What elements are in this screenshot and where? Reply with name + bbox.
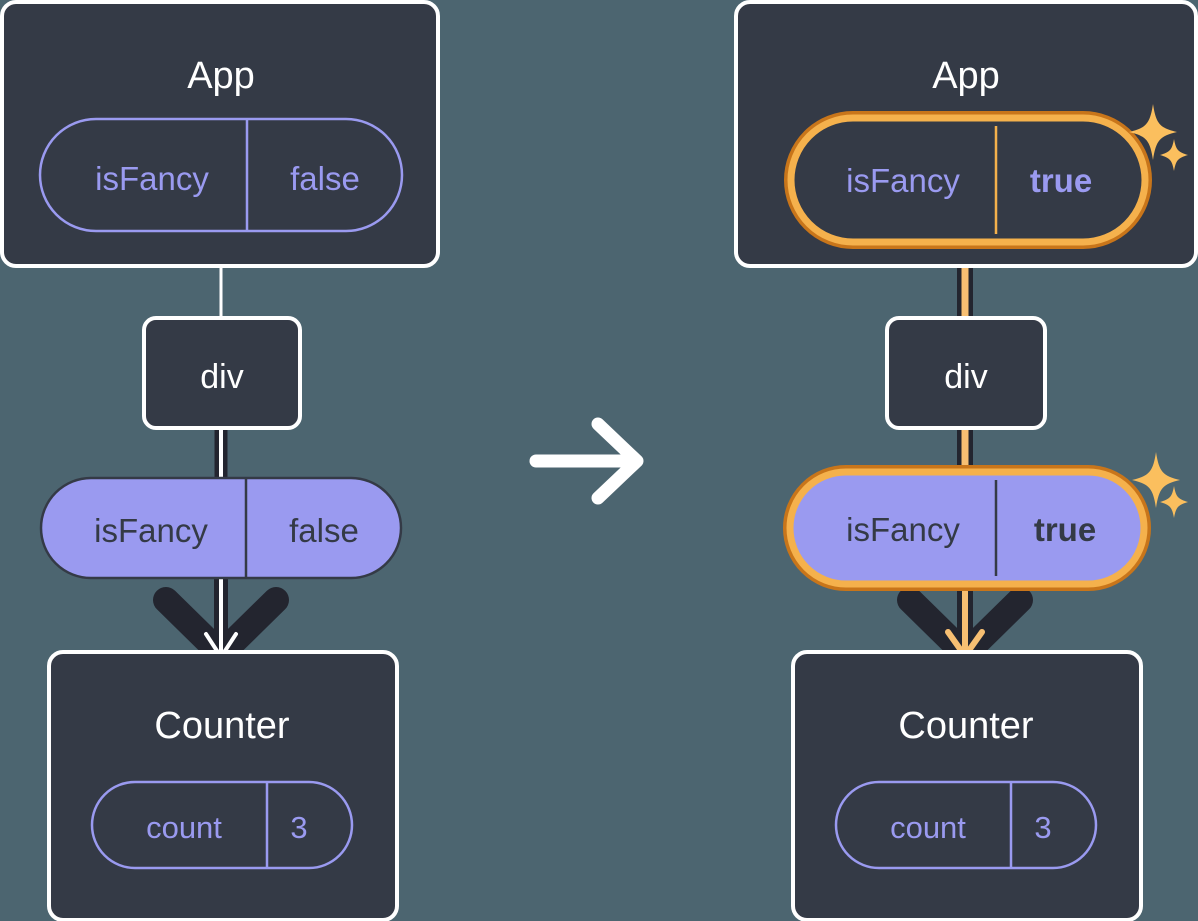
count-value-before: 3: [290, 810, 307, 845]
app-title-after: App: [932, 55, 1000, 97]
prop-value-app-before: false: [290, 160, 360, 197]
highlight-ring-inner-passed: [786, 468, 1148, 588]
count-pill-outline-before: [90, 780, 354, 870]
prop-pill-outline-before: [38, 117, 404, 233]
div-box-before: div: [142, 316, 302, 430]
counter-box-after: Counter count 3: [791, 650, 1143, 921]
sparkle-icon-passed-after: [1132, 452, 1188, 518]
passed-prop-pill-before: isFancy false: [39, 476, 403, 580]
passed-prop-name-before: isFancy: [94, 512, 208, 549]
div-box-after: div: [885, 316, 1047, 430]
passed-prop-value-after: true: [1034, 511, 1096, 548]
prop-pill-highlighted-app-after: isFancy true: [784, 111, 1152, 249]
passed-prop-name-after: isFancy: [846, 511, 960, 548]
prop-name-app-after: isFancy: [846, 162, 960, 199]
counter-title-before: Counter: [154, 705, 290, 747]
count-pill-outline-after: [834, 780, 1098, 870]
count-value-after: 3: [1034, 810, 1051, 845]
app-box-before: App isFancy false: [0, 0, 440, 268]
counter-title-after: Counter: [898, 705, 1034, 747]
count-name-before: count: [146, 810, 222, 845]
prop-name-app-before: isFancy: [95, 160, 209, 197]
arrow-right-icon: [529, 417, 644, 505]
div-label-after: div: [944, 358, 987, 396]
prop-value-app-after: true: [1030, 162, 1092, 199]
passed-prop-pill-highlighted-after: isFancy true: [783, 465, 1151, 591]
highlight-ring-inner-app: [787, 114, 1149, 246]
passed-prop-value-before: false: [289, 512, 359, 549]
div-label-before: div: [200, 358, 243, 396]
sparkle-icon-app-after: [1129, 104, 1188, 171]
app-title-before: App: [187, 55, 255, 97]
count-name-after: count: [890, 810, 966, 845]
counter-box-before: Counter count 3: [47, 650, 399, 921]
